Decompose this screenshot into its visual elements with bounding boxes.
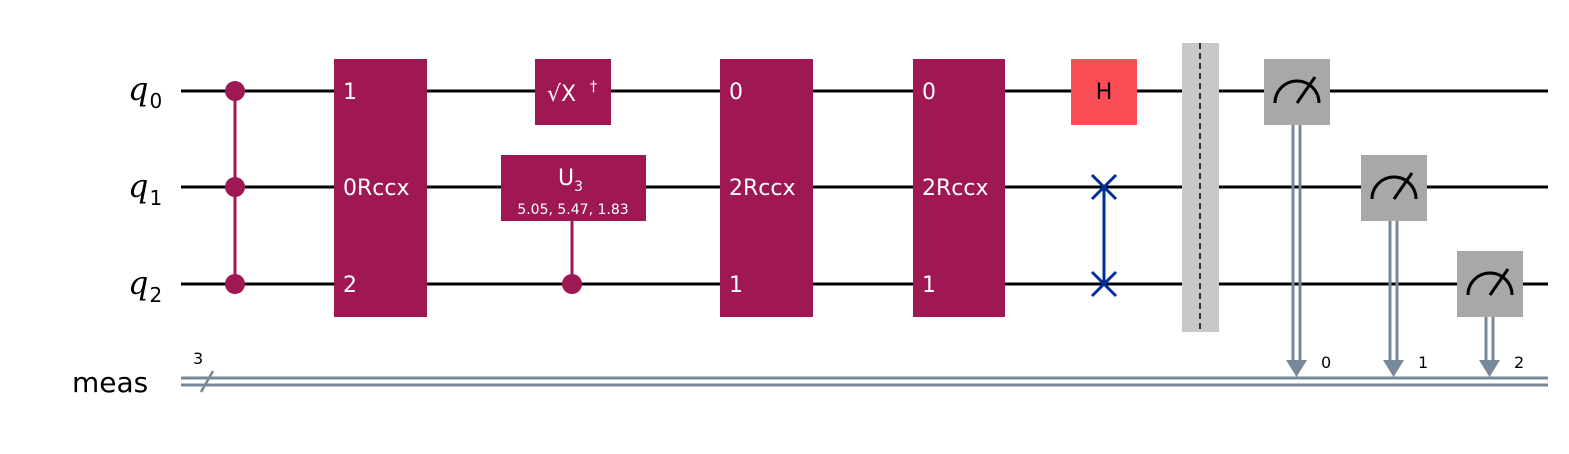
register-slash <box>199 370 215 393</box>
measure-target-0: 0 <box>1321 353 1331 372</box>
wire-label-meas: meas <box>72 366 148 399</box>
barrier <box>1182 43 1219 332</box>
control-dot <box>562 274 582 294</box>
swap-x-q1 <box>1090 173 1118 201</box>
cu3-gate: U3 5.05, 5.47, 1.83 <box>501 155 646 294</box>
wire-label-q0: q0 <box>128 70 162 113</box>
rccx2-port-q0: 0 <box>729 80 743 105</box>
rccx2-label: 2Rccx <box>729 176 796 201</box>
measure-target-2: 2 <box>1514 353 1524 372</box>
measure-q0: 0 <box>1264 59 1331 377</box>
rccx1-port-q2: 2 <box>343 273 357 298</box>
meter-icon <box>1466 271 1514 296</box>
cu3-label: U3 <box>558 166 583 195</box>
sxdg-label: √X <box>547 82 576 107</box>
rccx-gate-1: 1 0Rccx 2 <box>334 59 427 317</box>
control-dot <box>225 274 245 294</box>
ccz-gate <box>225 81 245 294</box>
register-width: 3 <box>193 349 203 368</box>
cu3-params: 5.05, 5.47, 1.83 <box>517 202 628 218</box>
meter-icon <box>1370 175 1418 200</box>
wire-label-q2: q2 <box>128 264 162 307</box>
hadamard-label: H <box>1096 80 1113 105</box>
wire-label-q1: q1 <box>128 167 162 210</box>
measure-q2: 2 <box>1457 251 1524 377</box>
sxdg-gate: √X † <box>535 59 611 125</box>
hadamard-gate: H <box>1071 59 1137 125</box>
control-dot <box>225 81 245 101</box>
rccx3-port-q2: 1 <box>922 273 936 298</box>
rccx-gate-3: 0 2Rccx 1 <box>913 59 1005 317</box>
measure-target-1: 1 <box>1418 353 1428 372</box>
sxdg-dagger: † <box>590 79 597 95</box>
rccx3-port-q0: 0 <box>922 80 936 105</box>
control-dot <box>225 177 245 197</box>
rccx1-port-q0: 1 <box>343 80 357 105</box>
rccx3-label: 2Rccx <box>922 176 989 201</box>
rccx-gate-2: 0 2Rccx 1 <box>720 59 813 317</box>
rccx1-label: 0Rccx <box>343 176 410 201</box>
measure-q1: 1 <box>1361 155 1428 377</box>
swap-gate <box>1090 173 1118 298</box>
meter-icon <box>1273 79 1321 104</box>
rccx2-port-q2: 1 <box>729 273 743 298</box>
swap-x-q2 <box>1090 270 1118 298</box>
